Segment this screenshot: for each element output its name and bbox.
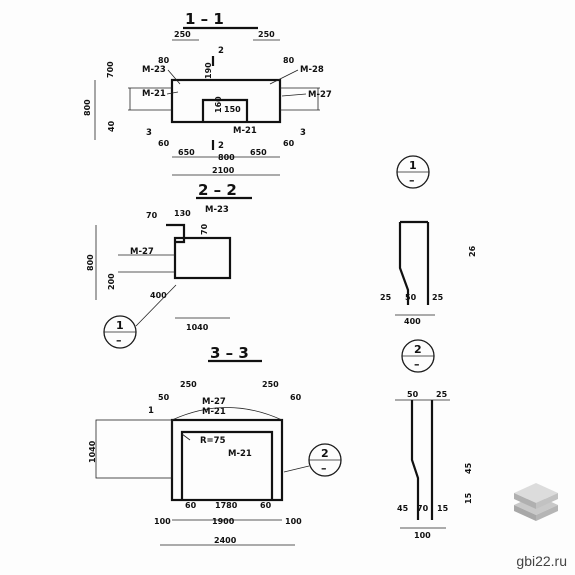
dim-400-b: 400 (404, 317, 421, 326)
dim-70-c: 70 (417, 504, 429, 513)
mark-m27-b: M-27 (130, 247, 154, 257)
section-mark-1: 1 (148, 406, 154, 416)
callout-2-number: 2 (321, 447, 329, 460)
dim-650-right: 650 (250, 148, 267, 157)
section-1-notch (201, 98, 249, 122)
dim-800-vertical-2: 800 (86, 254, 95, 271)
dim-1040-vertical: 1040 (88, 440, 97, 463)
dim-250-right: 250 (258, 30, 275, 39)
radius-75: R=75 (200, 436, 226, 446)
dim-60-d: 60 (185, 501, 197, 510)
dim-60-right: 60 (283, 139, 295, 148)
section-1-body (170, 78, 282, 124)
dim-100-c: 100 (414, 531, 431, 540)
section-mark-3-right: 3 (300, 128, 306, 138)
dim-25-right: 25 (432, 293, 444, 302)
dim-50-b: 50 (158, 393, 170, 402)
dim-800-vertical: 800 (83, 99, 92, 116)
dim-80-right: 80 (283, 56, 295, 65)
dim-400: 400 (150, 291, 167, 300)
dim-100-a: 100 (154, 517, 171, 526)
callout-1-number: 1 (116, 319, 124, 332)
dim-26: 26 (468, 245, 477, 257)
dim-100-b: 100 (285, 517, 302, 526)
dim-45-b: 45 (397, 504, 409, 513)
dim-45: 45 (464, 462, 473, 474)
detail-2-sub: – (414, 358, 420, 371)
dim-2100: 2100 (212, 166, 235, 175)
section-mark-3-left: 3 (146, 128, 152, 138)
dim-150: 150 (224, 105, 241, 114)
section-mark-2-top: 2 (218, 46, 224, 56)
mark-m27-c: M-27 (202, 397, 226, 407)
detail-2-number: 2 (414, 343, 422, 356)
dim-25-c: 25 (436, 390, 448, 399)
mark-m21-d: M-21 (228, 449, 252, 459)
mark-m21: M-21 (142, 89, 166, 99)
mark-m21-b: M-21 (233, 126, 257, 136)
dim-50-c: 50 (407, 390, 419, 399)
dim-50: 50 (405, 293, 417, 302)
section-2-body (173, 236, 232, 280)
section-title-2-2: 2 – 2 (198, 181, 237, 199)
watermark: gbi22.ru (516, 553, 567, 569)
dim-15-b: 15 (437, 504, 449, 513)
section-mark-2-bottom: 2 (218, 141, 224, 151)
dim-60-c: 60 (290, 393, 302, 402)
mark-m27: M-27 (308, 90, 332, 100)
dim-60-e: 60 (260, 501, 272, 510)
dim-1780: 1780 (215, 501, 238, 510)
logo-stack-icon (514, 483, 558, 521)
callout-2-sub: – (321, 462, 327, 475)
dim-40: 40 (107, 120, 116, 132)
dim-190: 190 (204, 62, 213, 79)
detail-1-profile (398, 220, 430, 305)
dim-2400: 2400 (214, 536, 237, 545)
dim-1040: 1040 (186, 323, 209, 332)
wing-right (280, 87, 320, 111)
dim-60-left: 60 (158, 139, 170, 148)
wing-left (128, 87, 172, 111)
dim-200: 200 (107, 273, 116, 290)
mark-m23: M-23 (142, 65, 166, 75)
dim-70-b: 70 (200, 223, 209, 235)
dim-15: 15 (464, 492, 473, 504)
mark-m28: M-28 (300, 65, 324, 75)
section-title-3-3: 3 – 3 (210, 344, 249, 362)
dim-25-left: 25 (380, 293, 392, 302)
dim-130: 130 (174, 209, 191, 218)
section-3-wing (95, 419, 173, 479)
dim-70: 70 (146, 211, 158, 220)
dim-250-c: 250 (180, 380, 197, 389)
dim-160: 160 (214, 96, 223, 113)
mark-m23-b: M-23 (205, 205, 229, 215)
dim-250-d: 250 (262, 380, 279, 389)
section-3-inner (180, 430, 274, 500)
detail-2-profile (410, 400, 434, 520)
section-2-top (166, 223, 186, 244)
dim-800-horizontal: 800 (218, 153, 235, 162)
detail-1-number: 1 (409, 159, 417, 172)
dim-250-left: 250 (174, 30, 191, 39)
callout-1-sub: – (116, 334, 122, 347)
dim-80-left: 80 (158, 56, 170, 65)
section-title-1-1: 1 – 1 (185, 10, 224, 28)
dim-1900: 1900 (212, 517, 235, 526)
mark-m21-c: M-21 (202, 407, 226, 417)
detail-1-sub: – (409, 174, 415, 187)
dim-700: 700 (106, 61, 115, 78)
dim-650-left: 650 (178, 148, 195, 157)
section-3-arch (171, 407, 283, 421)
